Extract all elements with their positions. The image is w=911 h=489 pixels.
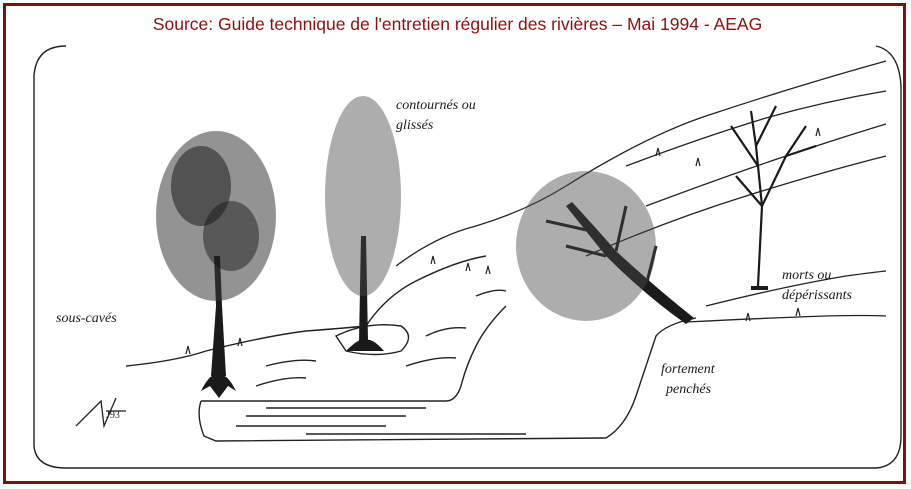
label-leaning-line2: penchés xyxy=(666,382,712,397)
figure-frame: Source: Guide technique de l'entretien r… xyxy=(3,3,906,484)
tree-dead xyxy=(730,105,817,290)
signature-text: J93 xyxy=(106,410,120,421)
riverbank-illustration: J93 xyxy=(33,45,902,469)
source-caption: Source: Guide technique de l'entretien r… xyxy=(152,14,763,34)
label-leaning-line1: fortement xyxy=(661,362,715,377)
label-dead-line1: morts ou xyxy=(782,268,832,283)
tree-leaning xyxy=(516,171,694,324)
label-dead-line2: dépérissants xyxy=(782,288,852,303)
label-slipped-line1: contournés ou xyxy=(396,98,476,113)
label-undercut: sous-cavés xyxy=(56,311,117,326)
tree-slipped xyxy=(325,96,401,351)
grass-tufts xyxy=(185,127,821,355)
signature-mark xyxy=(75,397,126,429)
tree-undercut xyxy=(156,131,276,398)
river xyxy=(125,255,697,442)
label-slipped-line2: glissés xyxy=(396,118,434,133)
sketch-border xyxy=(33,45,902,469)
